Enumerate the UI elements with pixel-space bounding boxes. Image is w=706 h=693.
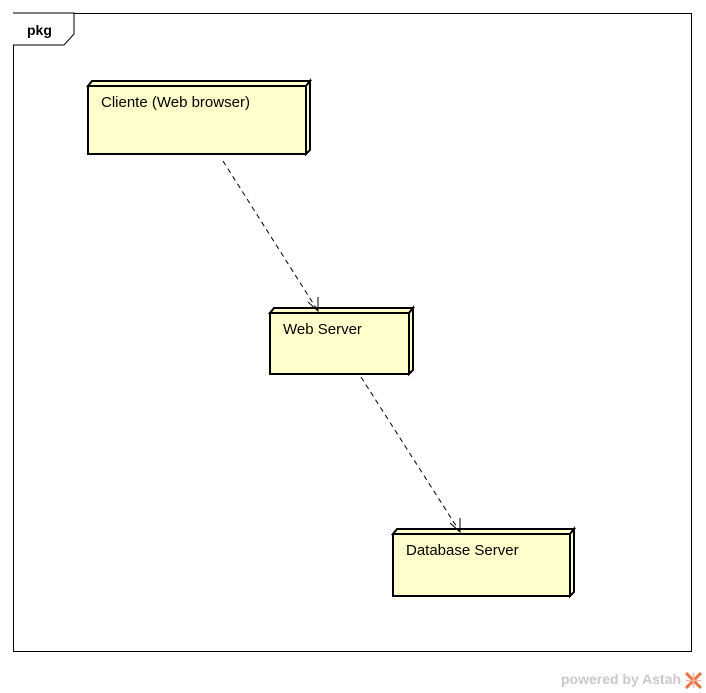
dependency-web-server-to-database-server[interactable] [360,376,461,534]
node-web-server[interactable] [267,305,416,377]
frame-label: pkg [27,22,52,38]
node-cliente[interactable] [85,78,313,157]
node-label-database-server: Database Server [406,542,519,559]
package-frame [13,13,692,652]
node-label-web-server: Web Server [283,321,362,338]
pkg-tab [13,12,75,46]
node-database-server-face [392,533,571,597]
node-label-cliente: Cliente (Web browser) [101,94,250,111]
astah-logo-icon [685,672,702,689]
node-web-server-face [269,312,410,375]
node-database-server[interactable] [390,526,577,599]
dependency-arrowhead [307,297,319,313]
dependency-cliente-to-web-server[interactable] [222,160,319,313]
dependency-arrowhead [449,518,461,534]
dependency-line [222,160,319,312]
powered-by-footer: powered by Astah [561,671,682,687]
dependency-line [360,376,461,533]
node-cliente-face [87,85,307,155]
